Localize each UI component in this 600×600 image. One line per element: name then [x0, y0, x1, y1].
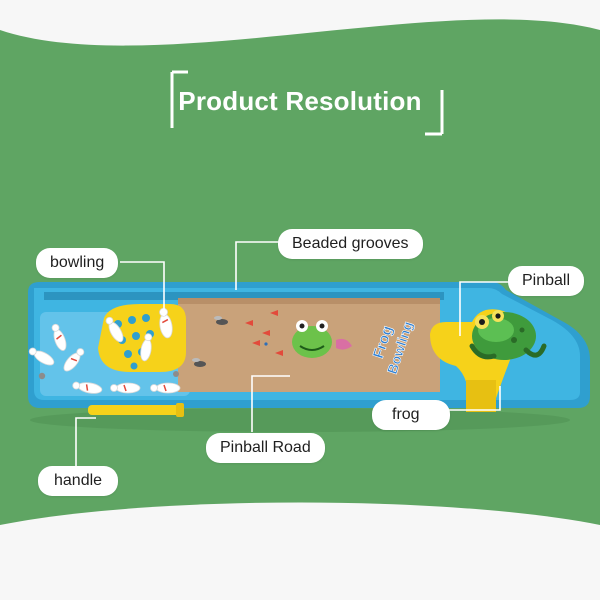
- page-title: Product Resolution: [178, 86, 422, 116]
- handle-bar: [88, 405, 184, 415]
- label-beaded-grooves: Beaded grooves: [278, 229, 423, 259]
- lane-arrows-icon: [245, 310, 283, 356]
- label-bowling: bowling: [36, 248, 119, 278]
- bowling-pin-icon: [28, 307, 181, 394]
- label-handle: handle: [38, 466, 119, 496]
- bottom-white-band: [0, 502, 600, 600]
- label-frog: frog: [372, 400, 450, 430]
- top-white-band: [0, 0, 600, 46]
- frog-logo-icon: [292, 320, 352, 358]
- pin-deck: [98, 304, 186, 372]
- label-pinball-road: Pinball Road: [206, 433, 325, 463]
- label-pinball: Pinball: [508, 266, 585, 296]
- fly-icon: [192, 316, 228, 367]
